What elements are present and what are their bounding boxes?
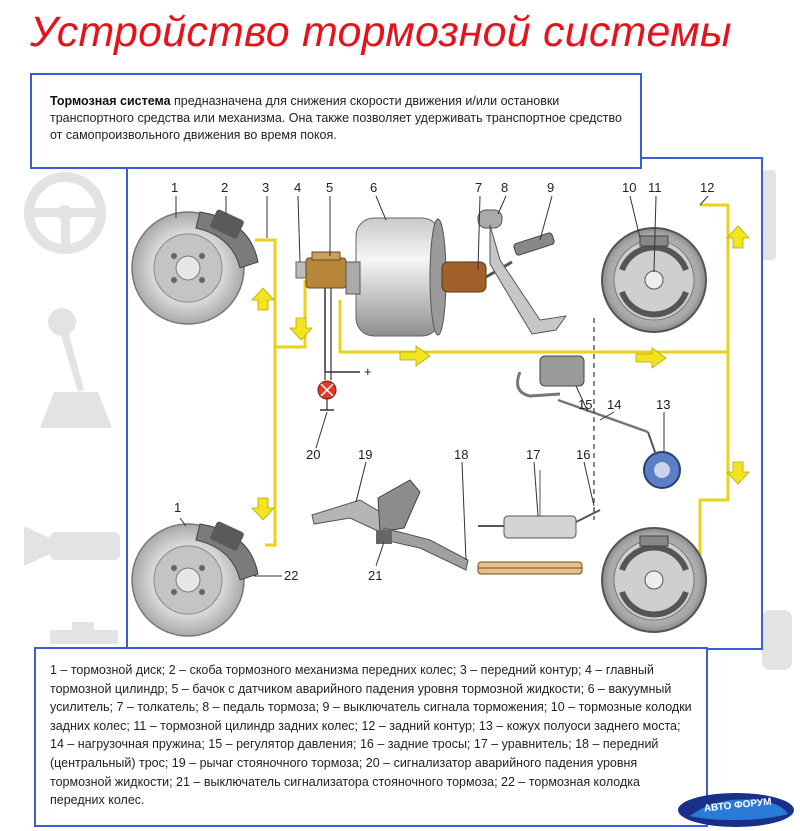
label-16: 16: [576, 447, 590, 462]
label-15: 15: [578, 397, 592, 412]
intro-box: Тормозная система предназначена для сниж…: [30, 73, 642, 169]
label-10: 10: [622, 180, 636, 195]
label-6: 6: [370, 180, 377, 195]
intro-term: Тормозная система: [50, 94, 171, 108]
parking-brake-lever: [311, 479, 469, 571]
car-horn-icon: [24, 526, 120, 566]
steering-wheel-icon: [24, 172, 106, 254]
label-4: 4: [294, 180, 301, 195]
label-12: 12: [700, 180, 714, 195]
label-21: 21: [368, 568, 382, 583]
brake-pedal: [477, 209, 568, 335]
label-18: 18: [454, 447, 468, 462]
rear-drum-brake-top: [601, 227, 707, 333]
label-11: 11: [648, 180, 662, 195]
gear-shift-icon: [40, 308, 112, 428]
label-13: 13: [656, 397, 670, 412]
label-1-bottom: 1: [174, 500, 181, 515]
intro-text: предназначена для снижения скорости движ…: [50, 94, 622, 142]
front-disc-brake-top: [131, 209, 259, 325]
label-1: 1: [171, 180, 178, 195]
label-8: 8: [501, 180, 508, 195]
label-5: 5: [326, 180, 333, 195]
flow-arrows: [251, 225, 750, 521]
label-20: 20: [306, 447, 320, 462]
master-cylinder: [295, 251, 360, 380]
equalizer-and-cables: [477, 470, 601, 575]
label-22: 22: [284, 568, 298, 583]
callout-lines: [175, 195, 709, 577]
label-7: 7: [475, 180, 482, 195]
legend-text: 1 – тормозной диск; 2 – скоба тормозного…: [50, 663, 692, 808]
pressure-regulator: [516, 318, 681, 520]
fluid-level-warning-lamp: [317, 372, 337, 411]
page-title: Устройство тормозной системы: [30, 8, 732, 56]
label-2: 2: [221, 180, 228, 195]
pedal-icon: [50, 622, 118, 644]
plus-sign: +: [364, 364, 372, 379]
front-disc-brake-bottom: [131, 521, 259, 637]
auto-forum-logo: АВТО ФОРУМ: [678, 793, 794, 827]
rear-drum-brake-bottom: [601, 527, 707, 633]
label-19: 19: [358, 447, 372, 462]
label-17: 17: [526, 447, 540, 462]
label-14: 14: [607, 397, 621, 412]
vacuum-booster: [345, 217, 513, 337]
callout-numbers: 1 2 3 4 5 6 7 8 9 10 11 12 13 14 15 16 1…: [171, 180, 714, 583]
label-9: 9: [547, 180, 554, 195]
label-3: 3: [262, 180, 269, 195]
side-panel-icon: [762, 170, 792, 670]
legend-box: 1 – тормозной диск; 2 – скоба тормозного…: [34, 647, 708, 827]
